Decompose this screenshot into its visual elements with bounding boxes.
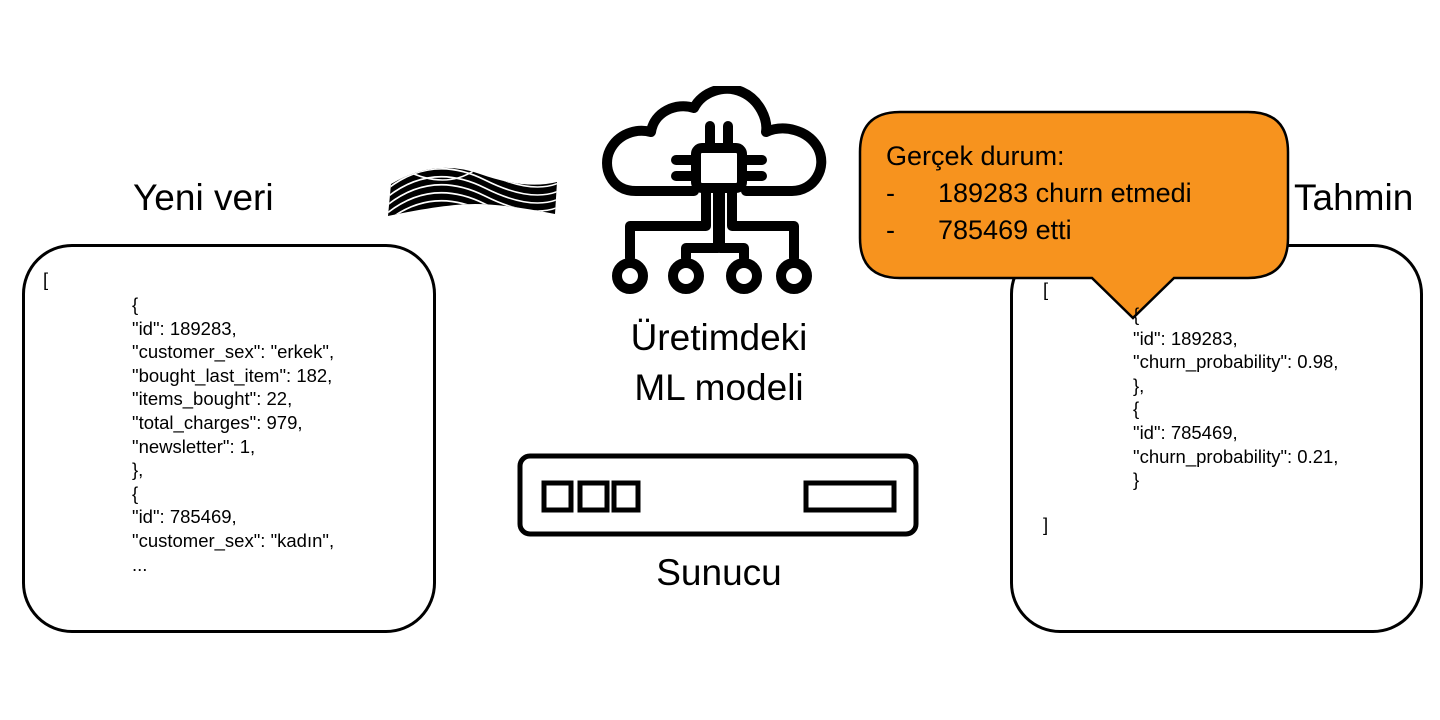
json-line: },	[132, 459, 144, 481]
callout-text: Gerçek durum: -189283 churn etmedi -7854…	[886, 138, 1226, 249]
json-line: {	[132, 482, 139, 504]
json-line: {	[132, 294, 139, 315]
json-line: "churn_probability": 0.21,	[1133, 445, 1339, 467]
json-line: "items_bought": 22,	[132, 388, 293, 410]
bullet: -	[886, 178, 895, 208]
json-line: "total_charges": 979,	[132, 411, 303, 433]
input-data-box	[22, 244, 436, 633]
callout-item: -189283 churn etmedi	[886, 175, 1226, 212]
json-line: "customer_sex": "kadın",	[132, 529, 335, 551]
data-flow-wave-icon	[388, 167, 557, 216]
model-title-line2: ML modeli	[634, 367, 804, 408]
cloud-chip-icon	[602, 86, 827, 294]
server-label: Sunucu	[656, 552, 782, 593]
model-title-line1: Üretimdeki	[630, 317, 808, 358]
callout-heading: Gerçek durum:	[886, 141, 1065, 171]
json-line: }	[1133, 469, 1140, 491]
output-title: Tahmin	[1294, 177, 1414, 218]
json-line: "id": 785469,	[1133, 421, 1238, 443]
json-line: "churn_probability": 0.98,	[1133, 351, 1339, 373]
json-line: ...	[132, 553, 148, 575]
json-line: {	[1133, 304, 1140, 325]
output-json-lines: {"id": 189283,"churn_probability": 0.98,…	[1133, 303, 1338, 492]
output-open-bracket: [	[1043, 279, 1049, 300]
callout-item: -785469 etti	[886, 212, 1226, 249]
output-data-box	[1010, 244, 1423, 633]
json-line: "id": 189283,	[132, 317, 237, 339]
server-icon	[517, 453, 919, 537]
json-line: {	[1133, 398, 1140, 420]
input-open-bracket: [	[43, 269, 49, 290]
input-json-lines: {"id": 189283,"customer_sex": "erkek","b…	[132, 293, 334, 576]
json-line: "id": 785469,	[132, 506, 237, 528]
json-line: "id": 189283,	[1133, 327, 1238, 349]
bullet: -	[886, 215, 895, 245]
json-line: },	[1133, 374, 1145, 396]
json-line: "newsletter": 1,	[132, 435, 256, 457]
json-line: "bought_last_item": 182,	[132, 364, 333, 386]
callout-bubble	[858, 110, 1290, 320]
input-title: Yeni veri	[133, 177, 274, 218]
output-close-bracket: ]	[1043, 514, 1049, 535]
json-line: "customer_sex": "erkek",	[132, 341, 335, 363]
